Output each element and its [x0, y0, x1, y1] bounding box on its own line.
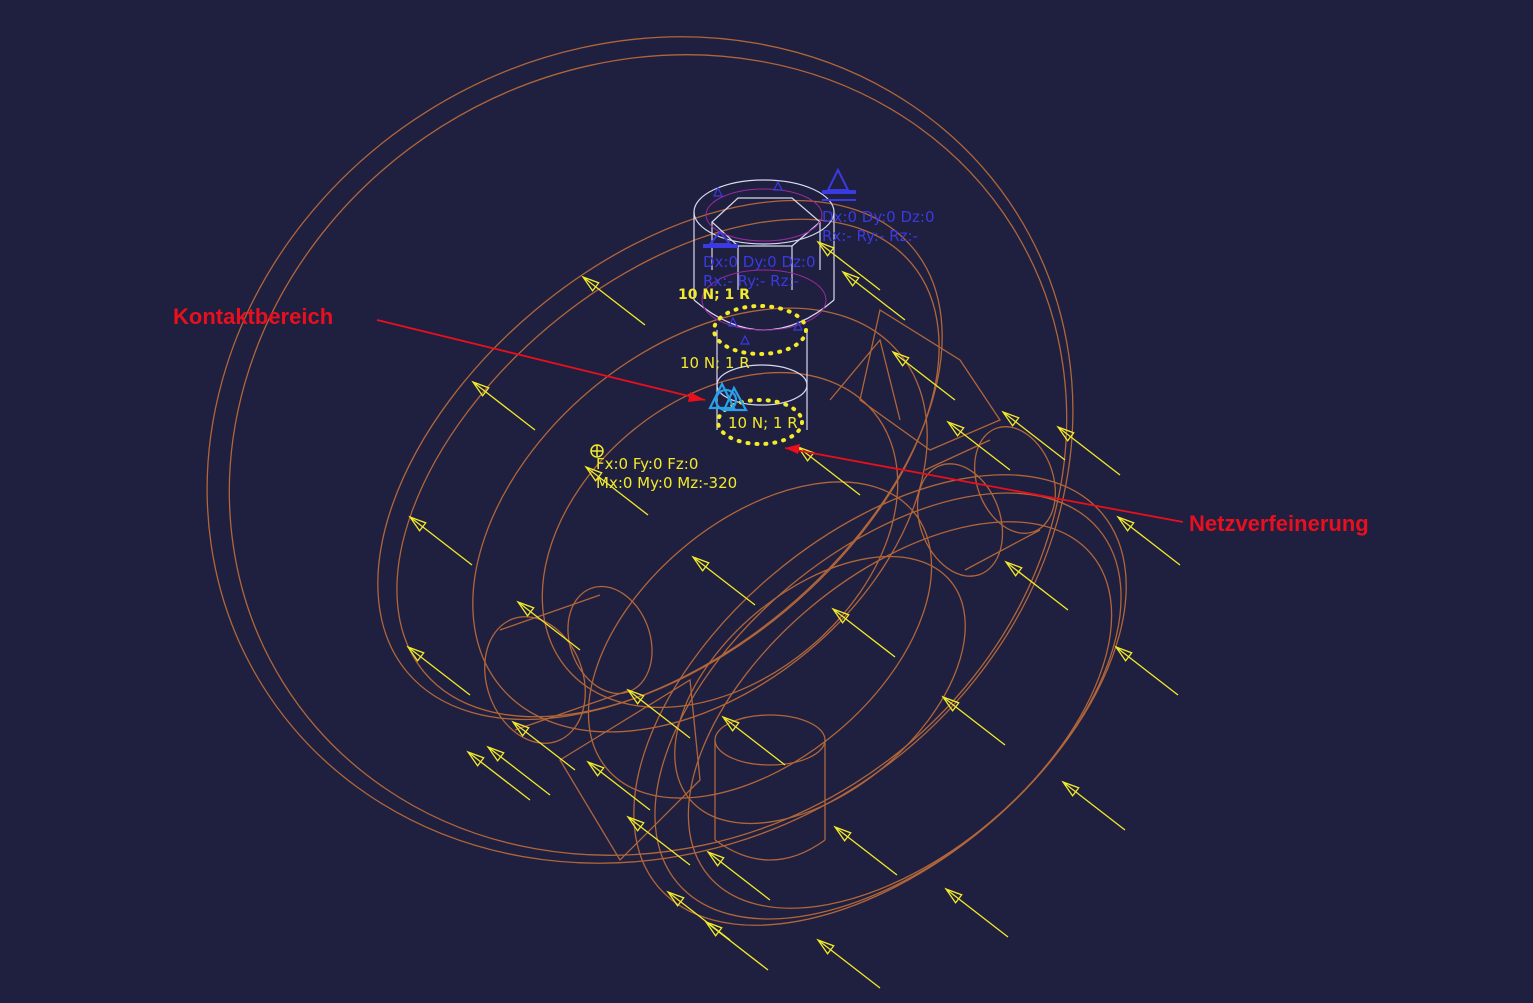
acceleration-arrow-head: [581, 275, 600, 292]
netz-leader: [784, 447, 1184, 523]
acceleration-arrow-head: [406, 645, 425, 662]
part-wireframe[interactable]: [51, 0, 1230, 1003]
constraint-triangles: [713, 180, 803, 345]
acceleration-arrow-head: [816, 240, 835, 257]
acceleration-arrow-head: [1116, 515, 1135, 532]
acceleration-arrow-icon: [407, 646, 471, 696]
acceleration-arrow-icon: [1057, 426, 1121, 476]
acceleration-arrow-icon: [582, 276, 646, 326]
acceleration-arrow-icon: [842, 271, 906, 321]
acceleration-arrow-head: [584, 465, 603, 482]
acceleration-arrow-icon: [627, 689, 691, 739]
acceleration-arrow-icon: [472, 381, 536, 431]
acceleration-arrow-head: [626, 688, 645, 705]
acceleration-arrow-head: [841, 270, 860, 287]
acceleration-arrow-head: [946, 420, 965, 437]
load-force-readout: Fx:0 Fy:0 Fz:0: [596, 455, 698, 473]
acceleration-arrow-icon: [409, 516, 473, 566]
acceleration-arrow-icon: [817, 939, 881, 989]
acceleration-arrow-icon: [627, 816, 691, 866]
displacement-readout-2: Dx:0 Dy:0 Dz:0: [703, 253, 816, 271]
acceleration-arrow-head: [721, 715, 740, 732]
contact-ring-lower[interactable]: [716, 398, 804, 446]
acceleration-arrow-head: [833, 825, 852, 842]
acceleration-arrow-head: [1114, 645, 1133, 662]
load-moment-readout: Mx:0 My:0 Mz:-320: [596, 474, 737, 492]
acceleration-arrow-head: [941, 695, 960, 712]
acceleration-arrow-head: [516, 600, 535, 617]
acceleration-arrow-head: [626, 815, 645, 832]
kontakt-leader: [376, 319, 706, 401]
acceleration-arrow-icon: [832, 608, 896, 658]
acceleration-arrow-icon: [585, 466, 649, 516]
load-point-icon[interactable]: [590, 444, 604, 458]
acceleration-arrow-head: [1004, 560, 1023, 577]
acceleration-arrow-icon: [1117, 516, 1181, 566]
kontaktbereich-label: Kontaktbereich: [173, 304, 333, 329]
contact-ring-upper[interactable]: [712, 304, 808, 356]
acceleration-arrow-icon: [1002, 411, 1066, 461]
netzverfeinerung-label: Netzverfeinerung: [1189, 511, 1369, 536]
acceleration-arrow-head: [1001, 410, 1020, 427]
acceleration-arrow-icon: [797, 446, 861, 496]
acceleration-arrow-icon: [722, 716, 786, 766]
acceleration-arrow-icon: [467, 751, 531, 801]
rotation-readout-2: Rx:- Ry:- Rz:-: [703, 272, 799, 290]
acceleration-arrow-icon: [587, 761, 651, 811]
acceleration-arrow-head: [486, 745, 505, 762]
acceleration-arrow-icon: [945, 888, 1009, 938]
acceleration-arrow-head: [408, 515, 427, 532]
acceleration-arrow-icon: [817, 241, 881, 291]
acceleration-arrow-head: [586, 760, 605, 777]
acceleration-arrow-head: [706, 850, 725, 867]
acceleration-arrow-icon: [892, 351, 956, 401]
acceleration-arrow-head: [816, 938, 835, 955]
displacement-readout-1: Dx:0 Dy:0 Dz:0: [822, 208, 935, 226]
force-label-top: 10 N; 1 R: [678, 287, 750, 303]
force-label-low: 10 N; 1 R: [728, 414, 798, 432]
acceleration-arrow-head: [466, 750, 485, 767]
acceleration-arrow-icon: [487, 746, 551, 796]
acceleration-arrow-icon: [1005, 561, 1069, 611]
acceleration-arrow-head: [891, 350, 910, 367]
acceleration-arrow-head: [666, 890, 685, 907]
bolt-wireframe[interactable]: [693, 179, 835, 430]
acceleration-arrow-icon: [947, 421, 1011, 471]
force-label-mid: 10 N; 1 R: [680, 354, 750, 372]
acceleration-arrow-head: [691, 555, 710, 572]
rotation-readout-1: Rx:- Ry:- Rz:-: [822, 227, 918, 245]
acceleration-arrow-icon: [1062, 781, 1126, 831]
contact-symbol-icon[interactable]: [708, 381, 748, 412]
acceleration-arrow-head: [511, 720, 530, 737]
acceleration-arrow-icon: [692, 556, 756, 606]
acceleration-arrow-head: [1061, 780, 1080, 797]
acceleration-arrow-icon: [942, 696, 1006, 746]
acceleration-arrow-head: [831, 607, 850, 624]
acceleration-arrow-icon: [667, 891, 731, 941]
acceleration-arrow-head: [1056, 425, 1075, 442]
acceleration-arrow-icon: [517, 601, 581, 651]
acceleration-arrow-icon: [707, 851, 771, 901]
acceleration-arrow-field: [406, 240, 1181, 989]
ground-constraint-icon[interactable]: [703, 167, 856, 248]
acceleration-arrow-head: [796, 445, 815, 462]
acceleration-arrow-head: [471, 380, 490, 397]
acceleration-arrow-icon: [834, 826, 898, 876]
acceleration-arrow-icon: [512, 721, 576, 771]
acceleration-arrow-head: [944, 887, 963, 904]
acceleration-arrow-icon: [1115, 646, 1179, 696]
